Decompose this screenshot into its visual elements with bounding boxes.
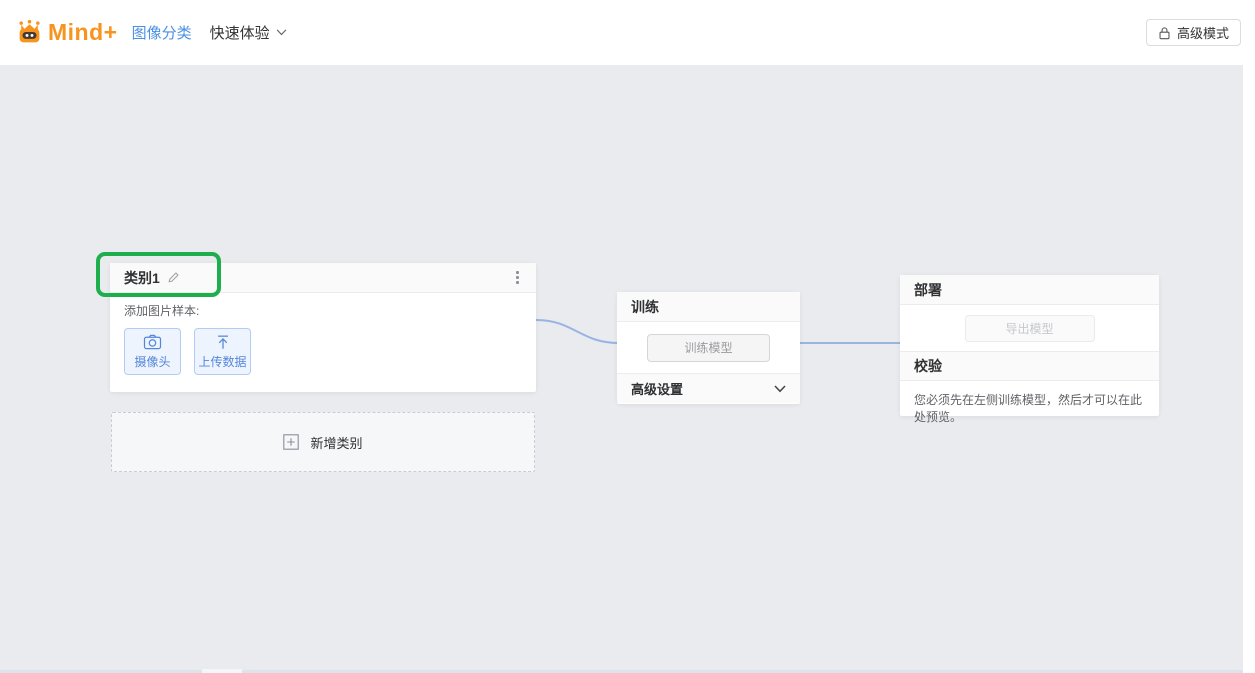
nav-image-classification[interactable]: 图像分类 xyxy=(131,25,192,42)
training-card: 训练 训练模型 高级设置 xyxy=(617,292,800,404)
nav-quick-experience-dropdown[interactable]: 快速体验 xyxy=(210,22,287,43)
samples-label: 添加图片样本: xyxy=(124,304,200,318)
train-model-button[interactable]: 训练模型 xyxy=(647,333,770,362)
category-card-body: 添加图片样本: 摄像头 上传数据 xyxy=(110,293,536,384)
add-category-button[interactable]: 新增类别 xyxy=(111,412,535,472)
advanced-mode-label: 高级模式 xyxy=(1176,26,1229,41)
nav-dropdown-label: 快速体验 xyxy=(209,25,270,42)
camera-button[interactable]: 摄像头 xyxy=(124,328,181,375)
deploy-card: 部署 导出模型 校验 您必须先在左侧训练模型，然后才可以在此处预览。 xyxy=(900,275,1159,424)
training-title: 训练 xyxy=(631,298,659,315)
validation-header: 校验 xyxy=(900,351,1159,381)
upload-button-label: 上传数据 xyxy=(198,354,247,369)
category-card: 类别1 添加图片样本: 摄像头 xyxy=(110,263,536,392)
scrollbar-track[interactable] xyxy=(1243,0,1255,673)
kebab-menu-icon[interactable] xyxy=(513,268,522,287)
training-card-header: 训练 xyxy=(617,292,800,322)
advanced-settings-label: 高级设置 xyxy=(631,382,684,397)
deploy-card-header: 部署 xyxy=(900,275,1159,305)
advanced-mode-button[interactable]: 高级模式 xyxy=(1145,19,1241,46)
bottom-edge-strip xyxy=(0,670,1243,673)
add-category-label: 新增类别 xyxy=(310,435,363,451)
category-card-header: 类别1 xyxy=(110,263,536,293)
chevron-down-icon xyxy=(774,384,786,392)
lock-icon xyxy=(1159,26,1170,39)
deploy-card-body: 导出模型 xyxy=(900,305,1159,351)
training-card-body: 训练模型 xyxy=(617,322,800,373)
upload-icon xyxy=(217,335,228,349)
sample-buttons-row: 摄像头 上传数据 xyxy=(124,328,522,375)
edit-pencil-icon[interactable] xyxy=(167,271,180,284)
plus-square-icon xyxy=(283,434,300,450)
upload-data-button[interactable]: 上传数据 xyxy=(194,328,251,375)
chevron-down-icon xyxy=(276,29,286,36)
bottom-partial-element xyxy=(202,669,242,673)
app-header: Mind+ 图像分类 快速体验 高级模式 xyxy=(0,0,1255,65)
validation-title: 校验 xyxy=(914,358,942,374)
deploy-title: 部署 xyxy=(914,281,942,298)
validation-hint: 您必须先在左侧训练模型，然后才可以在此处预览。 xyxy=(914,393,1143,424)
camera-icon xyxy=(143,334,162,349)
advanced-settings-toggle[interactable]: 高级设置 xyxy=(617,373,800,403)
camera-button-label: 摄像头 xyxy=(134,354,171,369)
logo-text: Mind+ xyxy=(48,19,118,45)
mindplus-robot-icon xyxy=(19,19,40,43)
category-title: 类别1 xyxy=(124,269,160,286)
export-model-button[interactable]: 导出模型 xyxy=(964,314,1095,342)
mindplus-logo: Mind+ xyxy=(16,19,118,46)
